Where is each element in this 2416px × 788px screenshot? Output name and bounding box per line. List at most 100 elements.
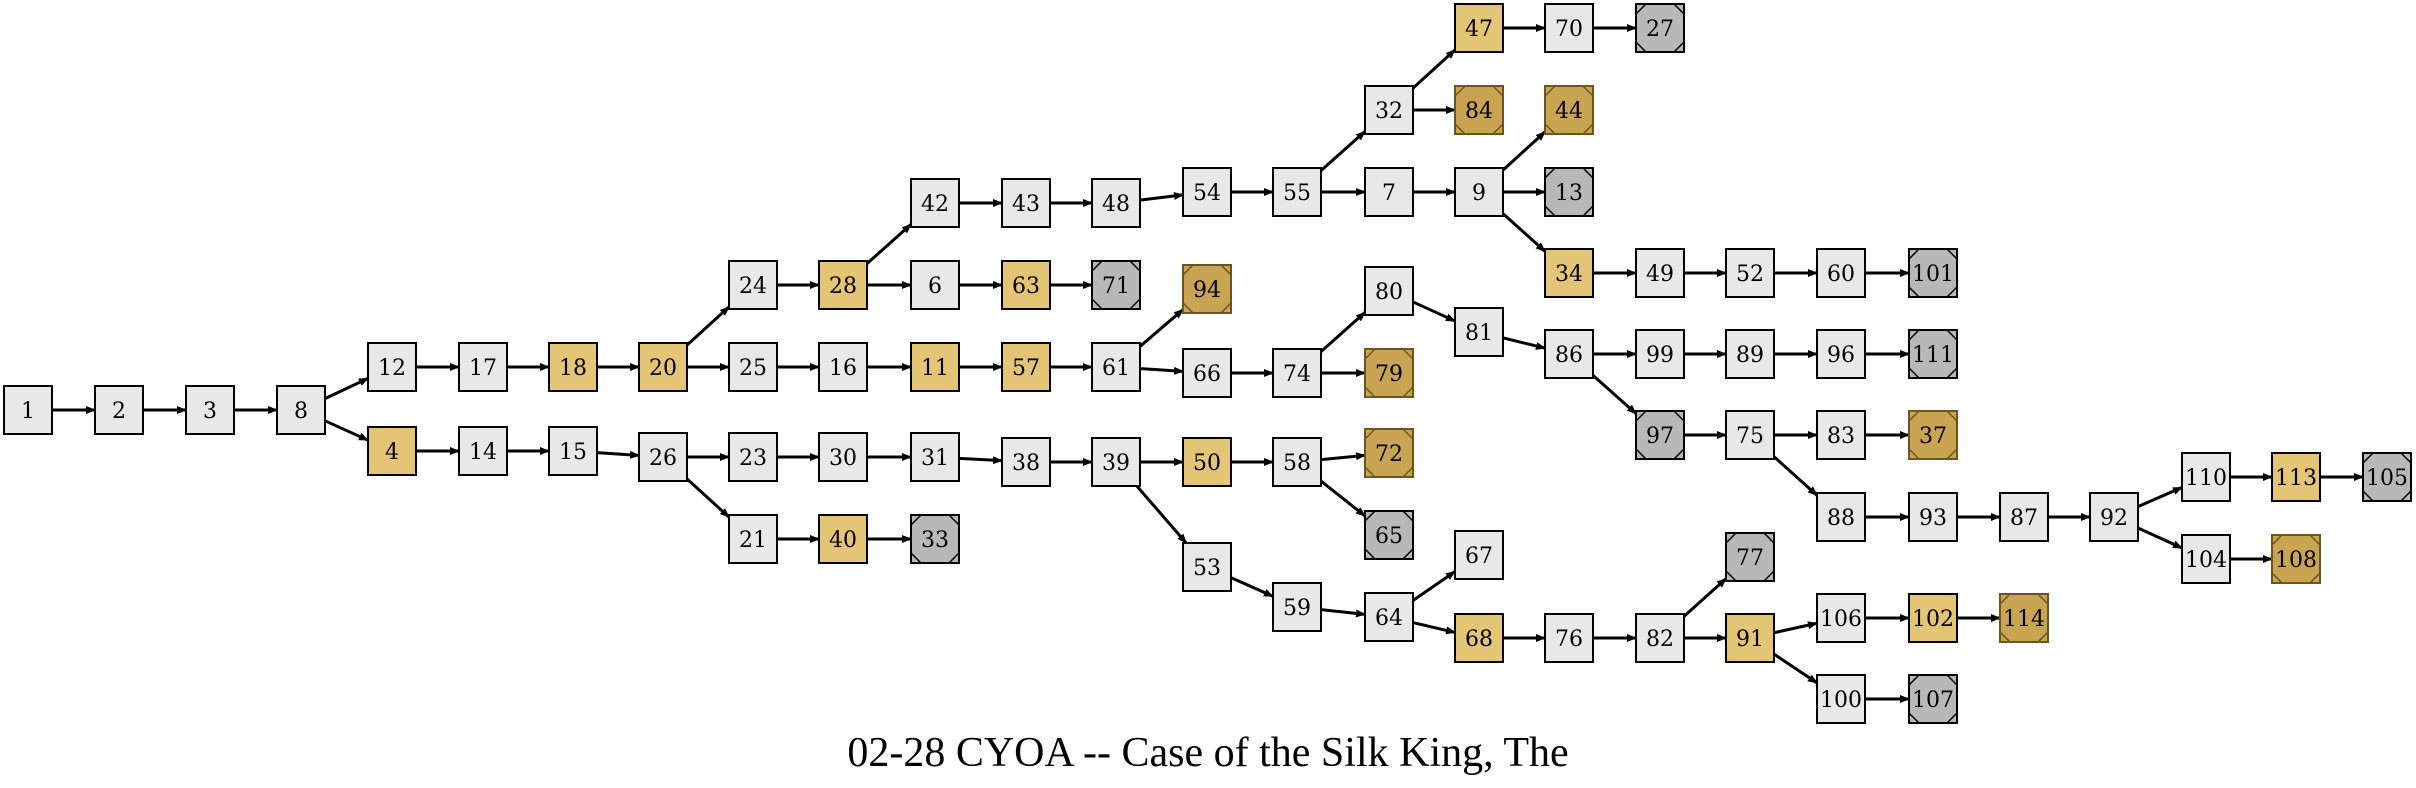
good-ending-node-44[interactable]: 44 [1544,85,1594,135]
passage-node-2[interactable]: 2 [94,385,144,435]
passage-node-14[interactable]: 14 [458,426,508,476]
passage-node-93[interactable]: 93 [1908,492,1958,542]
passage-node-74[interactable]: 74 [1272,348,1322,398]
passage-node-80[interactable]: 80 [1364,266,1414,316]
bad-ending-node-71[interactable]: 71 [1091,260,1141,310]
passage-node-32[interactable]: 32 [1364,85,1414,135]
passage-node-64[interactable]: 64 [1364,592,1414,642]
good-ending-node-108[interactable]: 108 [2271,534,2321,584]
good-ending-node-84[interactable]: 84 [1454,85,1504,135]
passage-node-38[interactable]: 38 [1001,437,1051,487]
passage-node-87[interactable]: 87 [1999,492,2049,542]
passage-node-60[interactable]: 60 [1816,248,1866,298]
passage-node-104[interactable]: 104 [2181,534,2231,584]
passage-node-61[interactable]: 61 [1091,342,1141,392]
passage-node-49[interactable]: 49 [1635,248,1685,298]
bad-ending-node-101[interactable]: 101 [1908,248,1958,298]
choice-node-18[interactable]: 18 [548,342,598,392]
passage-node-23[interactable]: 23 [728,432,778,482]
passage-node-24[interactable]: 24 [728,260,778,310]
passage-node-88[interactable]: 88 [1816,492,1866,542]
passage-node-8[interactable]: 8 [276,385,326,435]
passage-node-16[interactable]: 16 [818,342,868,392]
passage-node-17[interactable]: 17 [458,342,508,392]
passage-node-89[interactable]: 89 [1725,329,1775,379]
good-ending-node-94[interactable]: 94 [1182,264,1232,314]
passage-node-39[interactable]: 39 [1091,437,1141,487]
passage-node-67[interactable]: 67 [1454,530,1504,580]
passage-node-75[interactable]: 75 [1725,410,1775,460]
good-ending-node-114[interactable]: 114 [1999,593,2049,643]
passage-node-53[interactable]: 53 [1182,542,1232,592]
ending-octagon-mark [1091,260,1141,310]
choice-node-113[interactable]: 113 [2271,452,2321,502]
passage-node-3[interactable]: 3 [185,385,235,435]
choice-node-11[interactable]: 11 [910,342,960,392]
passage-node-100[interactable]: 100 [1816,674,1866,724]
passage-node-31[interactable]: 31 [910,432,960,482]
passage-node-15[interactable]: 15 [548,426,598,476]
passage-node-81[interactable]: 81 [1454,307,1504,357]
choice-node-102[interactable]: 102 [1908,593,1958,643]
passage-node-58[interactable]: 58 [1272,437,1322,487]
node-label: 81 [1465,321,1493,346]
choice-node-57[interactable]: 57 [1001,342,1051,392]
passage-node-110[interactable]: 110 [2181,452,2231,502]
passage-node-48[interactable]: 48 [1091,178,1141,228]
passage-node-12[interactable]: 12 [367,342,417,392]
choice-node-47[interactable]: 47 [1454,3,1504,53]
node-label: 64 [1375,606,1403,631]
choice-node-28[interactable]: 28 [818,260,868,310]
bad-ending-node-33[interactable]: 33 [910,514,960,564]
node-box [818,260,868,310]
bad-ending-node-105[interactable]: 105 [2362,452,2412,502]
passage-node-7[interactable]: 7 [1364,167,1414,217]
choice-node-68[interactable]: 68 [1454,613,1504,663]
choice-node-63[interactable]: 63 [1001,260,1051,310]
passage-node-106[interactable]: 106 [1816,593,1866,643]
passage-node-76[interactable]: 76 [1544,613,1594,663]
passage-node-54[interactable]: 54 [1182,167,1232,217]
edge-31-to-38 [958,456,1003,465]
passage-node-43[interactable]: 43 [1001,178,1051,228]
bad-ending-node-13[interactable]: 13 [1544,167,1594,217]
passage-node-52[interactable]: 52 [1725,248,1775,298]
bad-ending-node-27[interactable]: 27 [1635,3,1685,53]
passage-node-1[interactable]: 1 [3,385,53,435]
passage-node-25[interactable]: 25 [728,342,778,392]
passage-node-66[interactable]: 66 [1182,348,1232,398]
bad-ending-node-111[interactable]: 111 [1908,329,1958,379]
bad-ending-node-107[interactable]: 107 [1908,674,1958,724]
passage-node-9[interactable]: 9 [1454,167,1504,217]
passage-node-99[interactable]: 99 [1635,329,1685,379]
choice-node-91[interactable]: 91 [1725,613,1775,663]
passage-node-42[interactable]: 42 [910,178,960,228]
choice-node-4[interactable]: 4 [367,426,417,476]
passage-node-86[interactable]: 86 [1544,329,1594,379]
choice-node-50[interactable]: 50 [1182,437,1232,487]
passage-node-55[interactable]: 55 [1272,167,1322,217]
edge-64-to-67 [1412,570,1456,602]
node-label: 48 [1102,192,1130,217]
ending-octagon-mark [1725,532,1775,582]
passage-node-70[interactable]: 70 [1544,3,1594,53]
bad-ending-node-77[interactable]: 77 [1725,532,1775,582]
passage-node-83[interactable]: 83 [1816,410,1866,460]
bad-ending-node-97[interactable]: 97 [1635,410,1685,460]
good-ending-node-37[interactable]: 37 [1908,410,1958,460]
passage-node-26[interactable]: 26 [638,432,688,482]
good-ending-node-79[interactable]: 79 [1364,348,1414,398]
passage-node-21[interactable]: 21 [728,514,778,564]
choice-node-40[interactable]: 40 [818,514,868,564]
passage-node-30[interactable]: 30 [818,432,868,482]
choice-node-20[interactable]: 20 [638,342,688,392]
bad-ending-node-65[interactable]: 65 [1364,510,1414,560]
choice-node-34[interactable]: 34 [1544,248,1594,298]
passage-node-96[interactable]: 96 [1816,329,1866,379]
good-ending-node-72[interactable]: 72 [1364,428,1414,478]
passage-node-6[interactable]: 6 [910,260,960,310]
node-box [367,426,417,476]
passage-node-92[interactable]: 92 [2089,492,2139,542]
passage-node-59[interactable]: 59 [1272,582,1322,632]
passage-node-82[interactable]: 82 [1635,613,1685,663]
